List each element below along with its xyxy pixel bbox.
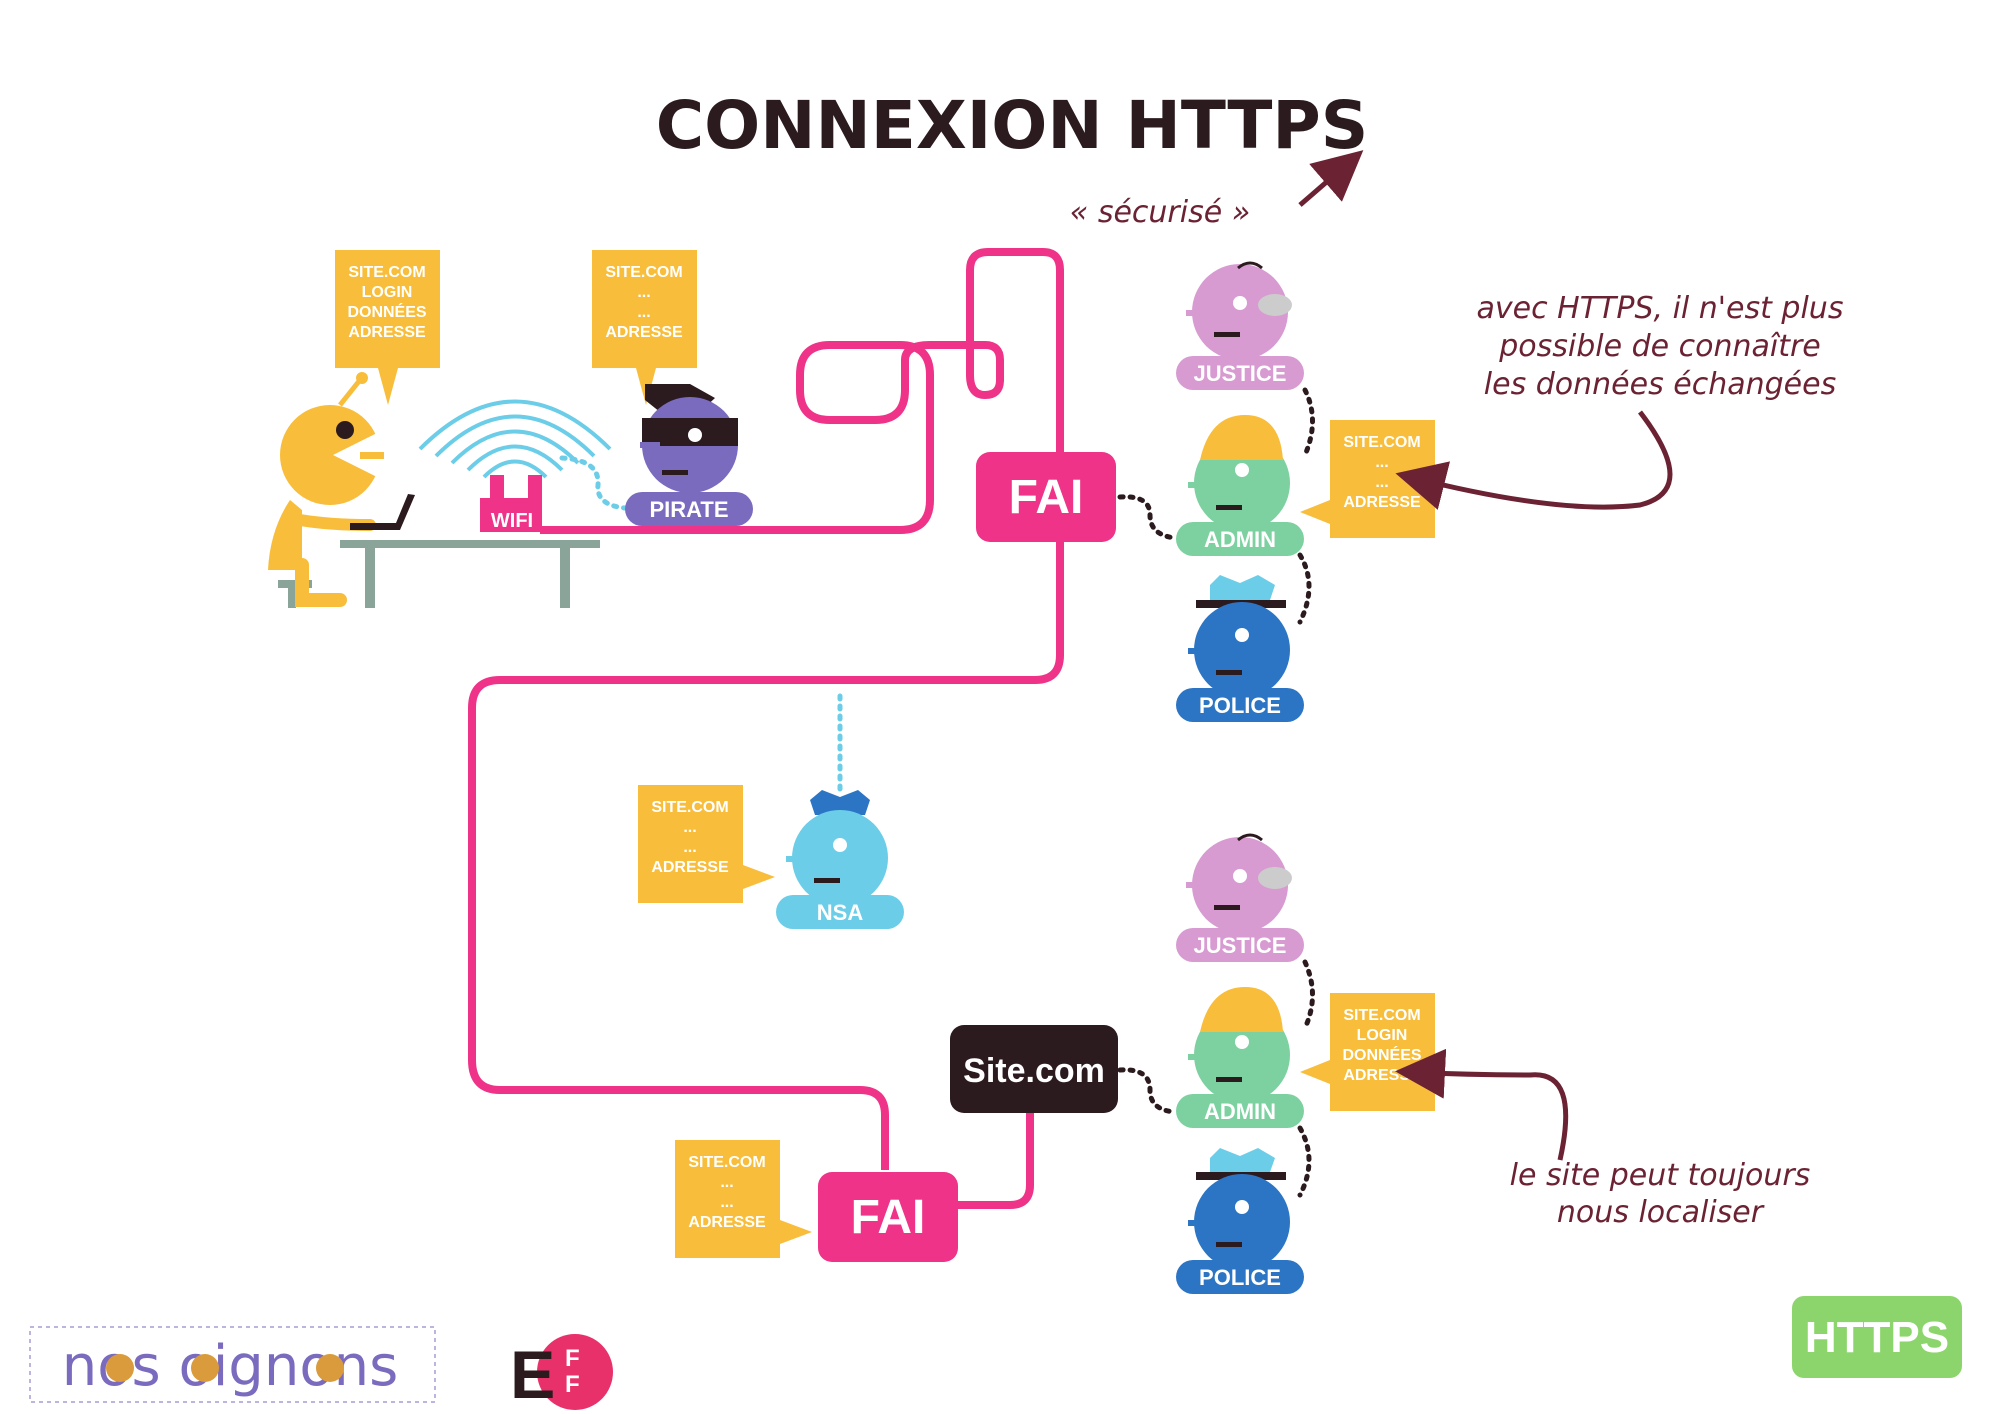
- svg-text:LOGIN: LOGIN: [362, 284, 413, 301]
- https-badge: HTTPS: [1792, 1296, 1962, 1378]
- dotted-link-justice-admin-top: [1302, 387, 1315, 458]
- svg-text:SITE.COM: SITE.COM: [651, 799, 728, 816]
- svg-text:...: ...: [683, 839, 696, 856]
- secure-arrow: [1298, 150, 1364, 207]
- network-path: [468, 248, 1064, 1170]
- admin-top: ADMIN: [1176, 415, 1304, 556]
- svg-text:DONNÉES: DONNÉES: [347, 302, 426, 321]
- fai-top-label: FAI: [1009, 471, 1084, 524]
- svg-text:E: E: [510, 1337, 555, 1413]
- dotted-link-site: [1117, 1067, 1178, 1115]
- svg-text:ADMIN: ADMIN: [1204, 1099, 1276, 1124]
- svg-text:...: ...: [1375, 474, 1388, 491]
- svg-text:SITE.COM: SITE.COM: [688, 1154, 765, 1171]
- https-annotation: avec HTTPS, il n'est plus possible de co…: [1395, 291, 1844, 510]
- svg-text:ADRESSE: ADRESSE: [348, 324, 426, 341]
- svg-text:ADRESSE: ADRESSE: [688, 1214, 766, 1231]
- police-bottom: POLICE: [1176, 1148, 1304, 1294]
- svg-text:...: ...: [637, 304, 650, 321]
- svg-text:...: ...: [637, 284, 650, 301]
- svg-text:...: ...: [720, 1174, 733, 1191]
- svg-text:nous localiser: nous localiser: [1557, 1195, 1765, 1230]
- svg-text:ADRESSE: ADRESSE: [605, 324, 683, 341]
- svg-text:...: ...: [1375, 454, 1388, 471]
- site-annotation: le site peut toujours nous localiser: [1395, 1048, 1811, 1230]
- dotted-link-admin-police-bottom: [1297, 1125, 1312, 1198]
- svg-text:DONNÉES: DONNÉES: [1342, 1045, 1421, 1064]
- svg-text:les données échangées: les données échangées: [1484, 367, 1836, 402]
- svg-text:SITE.COM: SITE.COM: [605, 264, 682, 281]
- nsa-data-bubble: SITE.COM ... ... ADRESSE: [638, 785, 775, 903]
- svg-text:HTTPS: HTTPS: [1805, 1313, 1949, 1362]
- svg-text:JUSTICE: JUSTICE: [1194, 361, 1287, 386]
- pirate-character: PIRATE: [625, 384, 753, 526]
- user-data-bubble: SITE.COM LOGIN DONNÉES ADRESSE: [335, 250, 440, 405]
- admin-bottom: ADMIN: [1176, 987, 1304, 1128]
- fai-bottom-node: FAI: [818, 1172, 958, 1262]
- svg-text:possible de connaître: possible de connaître: [1498, 329, 1821, 364]
- svg-text:...: ...: [683, 819, 696, 836]
- dotted-link-fai-top: [1117, 494, 1178, 541]
- site-node: Site.com: [950, 1025, 1118, 1113]
- justice-bottom: JUSTICE: [1176, 833, 1304, 962]
- svg-text:SITE.COM: SITE.COM: [1343, 434, 1420, 451]
- nos-oignons-logo: nos oignons: [29, 1326, 436, 1403]
- justice-top: JUSTICE: [1176, 261, 1304, 390]
- svg-text:SITE.COM: SITE.COM: [348, 264, 425, 281]
- secure-note: « sécurisé »: [1070, 195, 1250, 230]
- network-path-site: [955, 1110, 1034, 1209]
- svg-text:F: F: [565, 1371, 580, 1398]
- svg-text:ADMIN: ADMIN: [1204, 527, 1276, 552]
- svg-text:NSA: NSA: [817, 900, 864, 925]
- site-label: Site.com: [963, 1052, 1105, 1090]
- svg-text:JUSTICE: JUSTICE: [1194, 933, 1287, 958]
- page-title: CONNEXION HTTPS: [656, 87, 1369, 164]
- eff-logo: E F F: [510, 1334, 613, 1413]
- svg-text:SITE.COM: SITE.COM: [1343, 1007, 1420, 1024]
- svg-text:ADRESSE: ADRESSE: [1343, 494, 1421, 511]
- svg-text:avec HTTPS, il n'est plus: avec HTTPS, il n'est plus: [1477, 291, 1844, 326]
- svg-text:ADRESSE: ADRESSE: [651, 859, 729, 876]
- svg-text:F: F: [565, 1345, 580, 1372]
- pirate-data-bubble: SITE.COM ... ... ADRESSE: [592, 250, 697, 405]
- dotted-link-admin-police-top: [1297, 552, 1312, 625]
- wifi-label: WIFI: [491, 510, 533, 532]
- svg-text:POLICE: POLICE: [1199, 1265, 1281, 1290]
- police-top: POLICE: [1176, 575, 1304, 722]
- svg-text:le site peut toujours: le site peut toujours: [1510, 1158, 1811, 1193]
- pirate-label: PIRATE: [649, 497, 728, 522]
- svg-text:LOGIN: LOGIN: [1357, 1027, 1408, 1044]
- dotted-link-wifi-pirate: [559, 455, 628, 511]
- fai-top-node: FAI: [976, 452, 1116, 542]
- wifi-router: WIFI: [480, 475, 542, 532]
- dotted-link-justice-admin-bottom: [1302, 959, 1315, 1031]
- site-data-bubble: SITE.COM LOGIN DONNÉES ADRESSE: [1300, 993, 1435, 1111]
- wifi-waves-icon: [418, 399, 612, 479]
- svg-text:...: ...: [720, 1194, 733, 1211]
- svg-text:ADRESSE: ADRESSE: [1343, 1067, 1421, 1084]
- user-character: [268, 372, 600, 608]
- nsa-character: NSA: [776, 790, 904, 929]
- fai-bottom-label: FAI: [851, 1191, 926, 1244]
- fai-bottom-data-bubble: SITE.COM ... ... ADRESSE: [675, 1140, 812, 1258]
- svg-text:POLICE: POLICE: [1199, 693, 1281, 718]
